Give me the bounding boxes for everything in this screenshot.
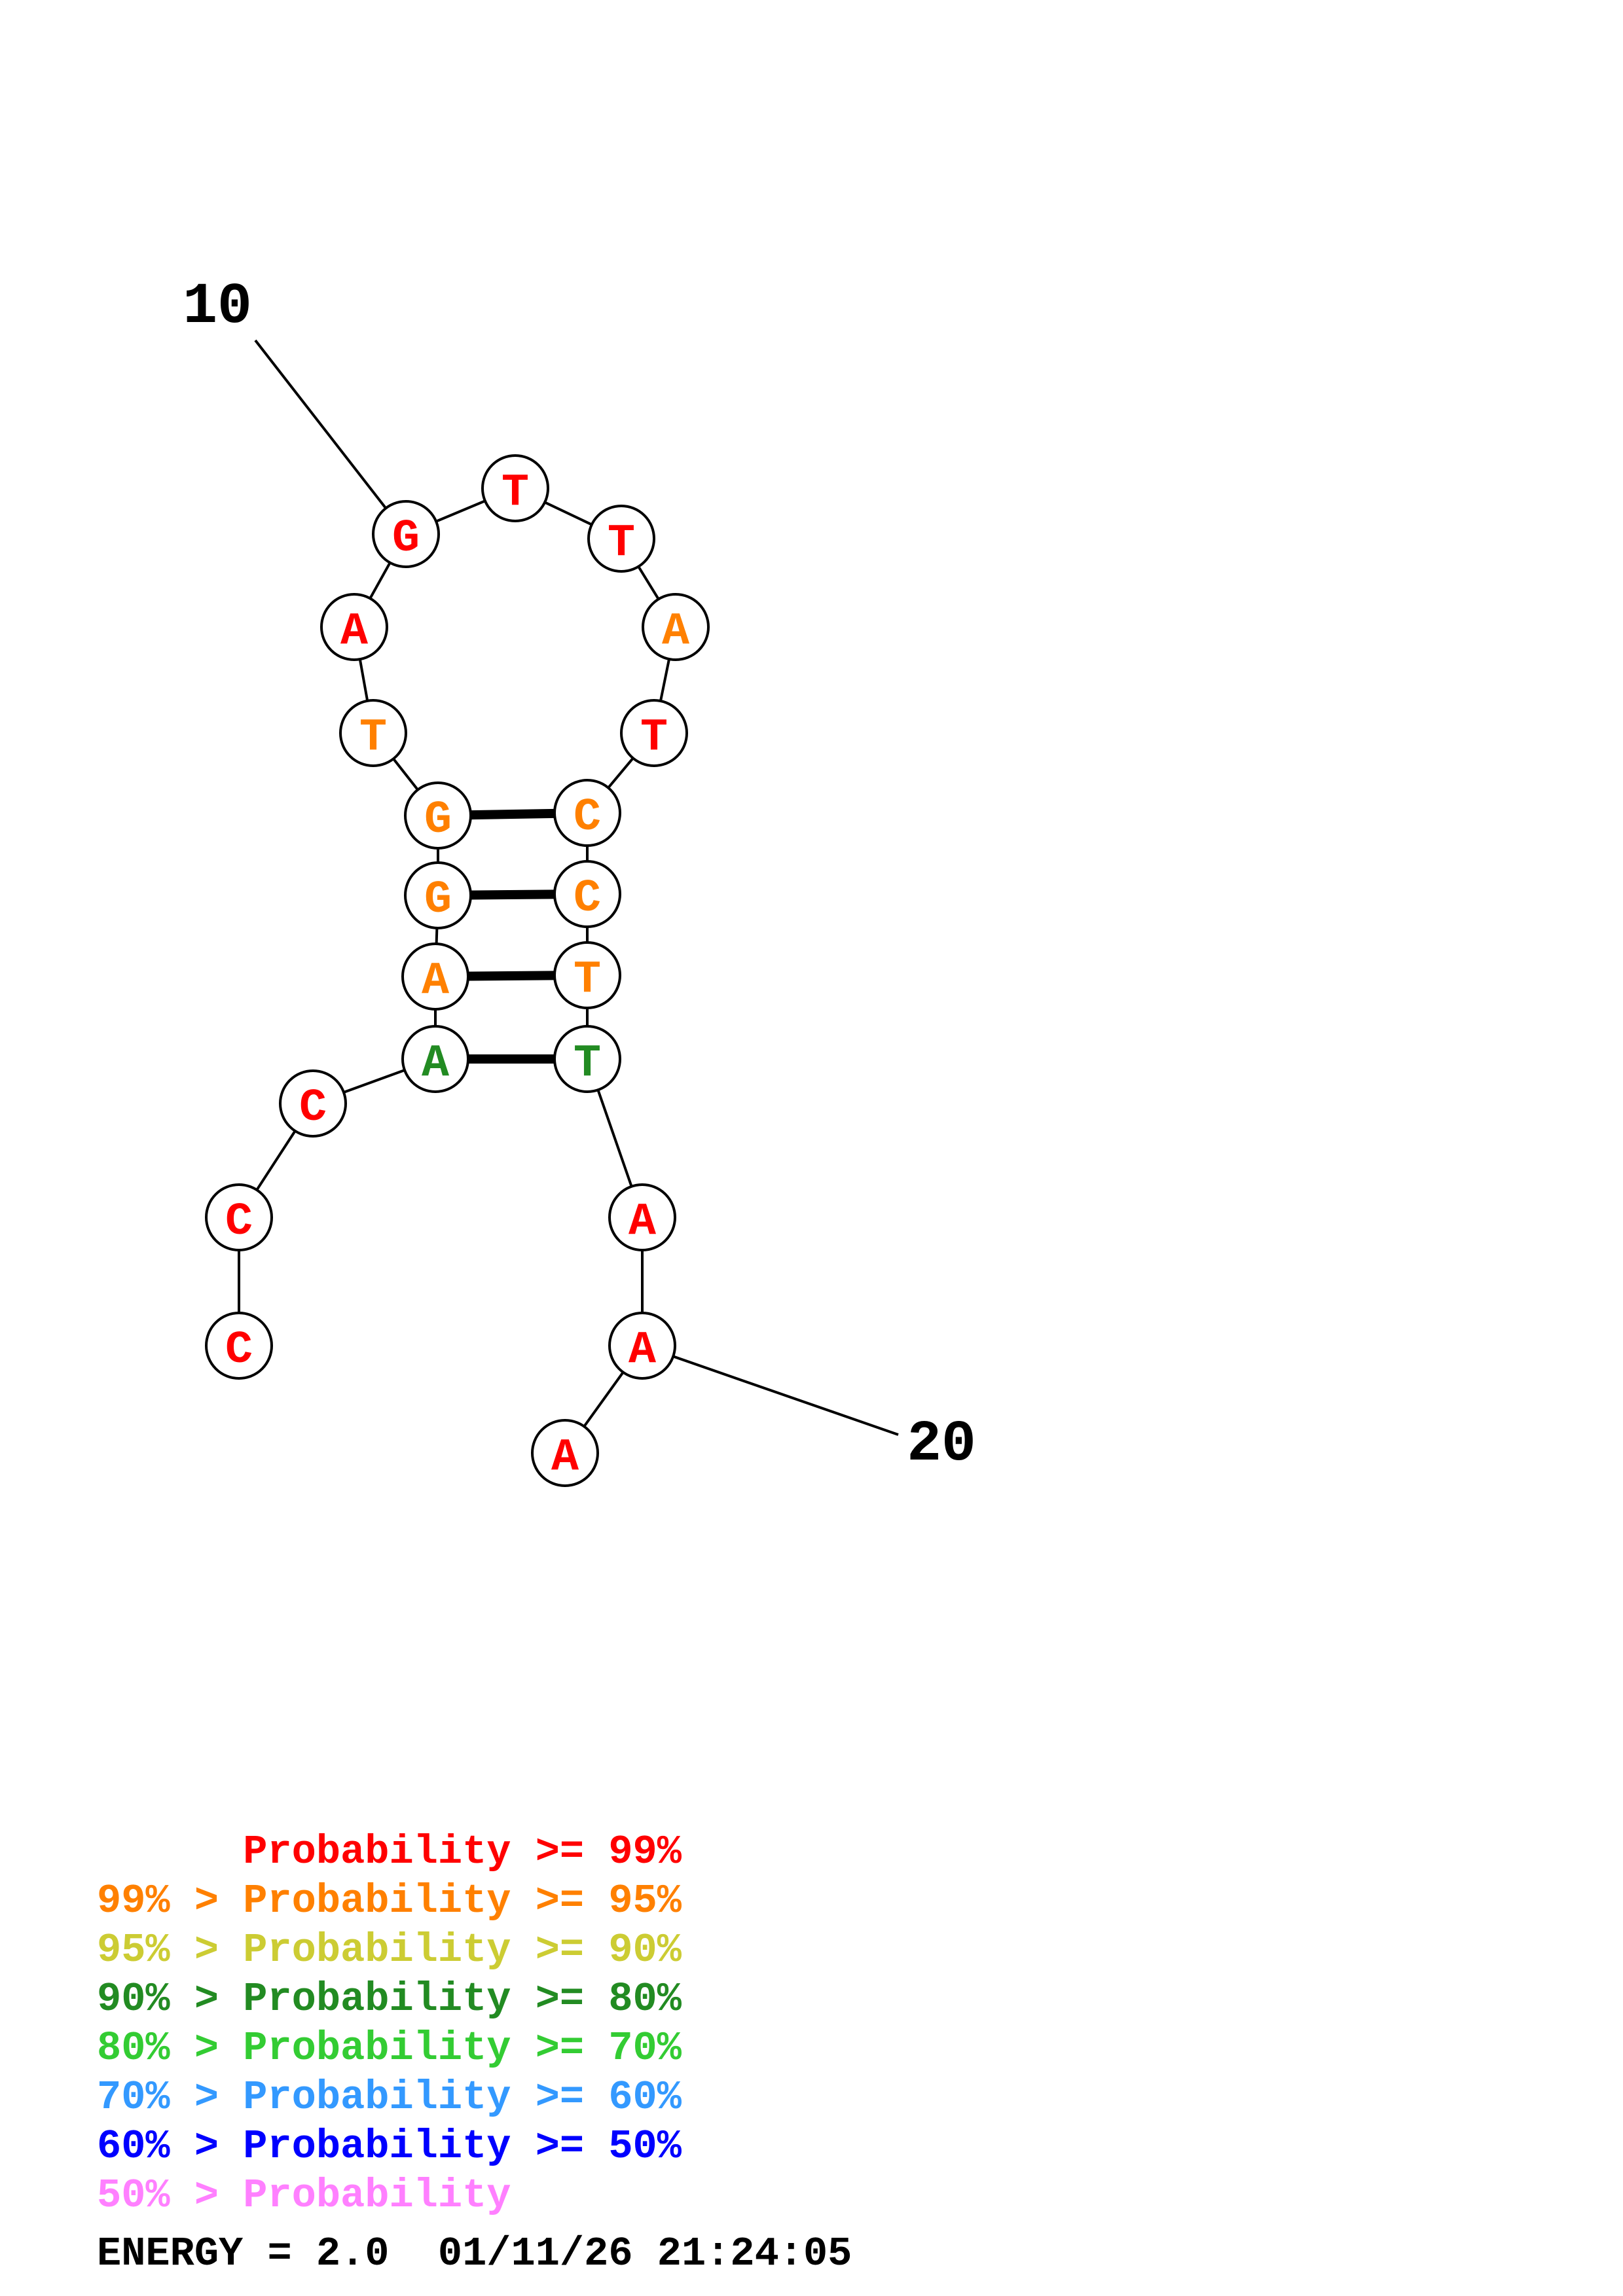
nucleotide-circle [404, 861, 472, 929]
energy-timestamp-line: ENERGY = 2.0 01/11/26 21:24:05 [97, 2231, 852, 2277]
nucleotide-base-letter: C [225, 1325, 253, 1376]
legend-row-3: 95% > Probability >= 90% [97, 1927, 682, 1973]
nucleotide-circle [339, 699, 407, 767]
nucleotide-circle [608, 1312, 676, 1380]
legend-row-7: 60% > Probability >= 50% [97, 2123, 682, 2170]
nucleotide-circle [401, 942, 469, 1011]
nucleotide-circle [553, 1025, 621, 1093]
legend-row-4: 90% > Probability >= 80% [97, 1976, 682, 2022]
nucleotide-base-letter: C [299, 1083, 327, 1134]
nucleotide-base-letter: T [640, 712, 668, 764]
nucleotide-circle [553, 941, 621, 1009]
nucleotide-base-letter: A [422, 956, 449, 1007]
nucleotide-base-letter: A [629, 1325, 656, 1376]
nucleotide-circle [531, 1419, 599, 1487]
legend-row-1: Probability >= 99% [97, 1829, 682, 1875]
nucleotide-base-letter: T [608, 518, 635, 569]
index-pointer-line [254, 339, 407, 535]
legend-row-6: 70% > Probability >= 60% [97, 2074, 682, 2121]
nucleotide-base-letter: C [574, 792, 601, 844]
nucleotide-circle [404, 781, 472, 850]
nucleotide-circle [401, 1025, 469, 1093]
nucleotide-base-letter: C [574, 873, 601, 925]
nucleotide-circle [587, 505, 655, 573]
nucleotide-circle [205, 1312, 273, 1380]
nucleotide-circle [481, 454, 549, 522]
nucleotide-circle [620, 699, 688, 767]
legend-row-5: 80% > Probability >= 70% [97, 2025, 682, 2072]
nucleotide-circle [279, 1069, 347, 1138]
nucleotide-base-letter: T [574, 1038, 601, 1090]
nucleotide-base-letter: T [574, 954, 601, 1006]
nucleotide-base-letter: A [551, 1432, 579, 1484]
legend-row-8: 50% > Probability [97, 2172, 511, 2219]
nucleotide-base-letter: G [424, 874, 452, 926]
nucleotide-circle [553, 779, 621, 847]
nucleotide-base-letter: C [225, 1196, 253, 1248]
probability-legend: Probability >= 99%99% > Probability >= 9… [97, 1827, 682, 2220]
sequence-index-label: 10 [183, 275, 252, 340]
nucleotide-base-letter: A [662, 606, 689, 658]
sequence-index-label: 20 [907, 1412, 976, 1477]
nucleotide-base-letter: T [359, 712, 387, 764]
nucleotide-base-letter: G [424, 795, 452, 846]
nucleotide-base-letter: A [340, 606, 368, 658]
nucleotide-base-letter: A [629, 1196, 656, 1248]
nucleotide-base-letter: G [392, 513, 420, 565]
nucleotide-base-letter: T [501, 467, 529, 519]
nucleotide-circle [372, 500, 440, 568]
index-pointer-line [642, 1344, 899, 1436]
nucleotide-circle [320, 593, 388, 661]
nucleotide-circle [553, 860, 621, 928]
nucleotide-circle [608, 1183, 676, 1251]
legend-row-2: 99% > Probability >= 95% [97, 1878, 682, 1924]
nucleotide-circle [642, 593, 710, 661]
nucleotide-base-letter: A [422, 1038, 449, 1090]
nucleotide-circle [205, 1183, 273, 1251]
